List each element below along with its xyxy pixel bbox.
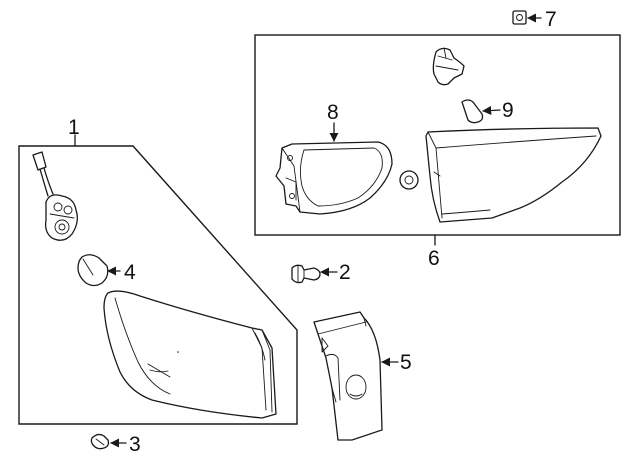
callout-3: 3 <box>129 433 141 456</box>
callout-4: 4 <box>124 261 136 284</box>
socket-harness <box>32 151 78 241</box>
callout-6: 6 <box>428 247 440 270</box>
callout-9-arrow <box>482 105 501 116</box>
callout-1: 1 <box>68 116 80 139</box>
callout-8: 8 <box>327 101 339 124</box>
bulb-part-9 <box>461 99 484 124</box>
inner-lamp-lens <box>425 127 602 223</box>
inner-lamp-group <box>254 34 621 246</box>
tail-lamp-lens <box>103 290 277 419</box>
assembly-boundary-box <box>18 145 298 425</box>
grommet <box>399 170 419 190</box>
cover-part-5 <box>313 311 383 441</box>
tail-lamp-assembly-group <box>18 134 298 425</box>
callout-2: 2 <box>339 261 351 284</box>
callout-5: 5 <box>400 351 412 374</box>
push-pin-part-2 <box>291 264 321 284</box>
clip-part-7 <box>512 10 527 25</box>
bulb-part-4 <box>77 254 109 287</box>
inner-lamp-socket <box>432 47 465 86</box>
fastener-part-3 <box>90 433 110 450</box>
bracket-part-8 <box>275 141 393 215</box>
callout-9: 9 <box>502 99 514 122</box>
callout-7: 7 <box>545 8 557 31</box>
inner-lamp-boundary-box <box>254 34 621 236</box>
